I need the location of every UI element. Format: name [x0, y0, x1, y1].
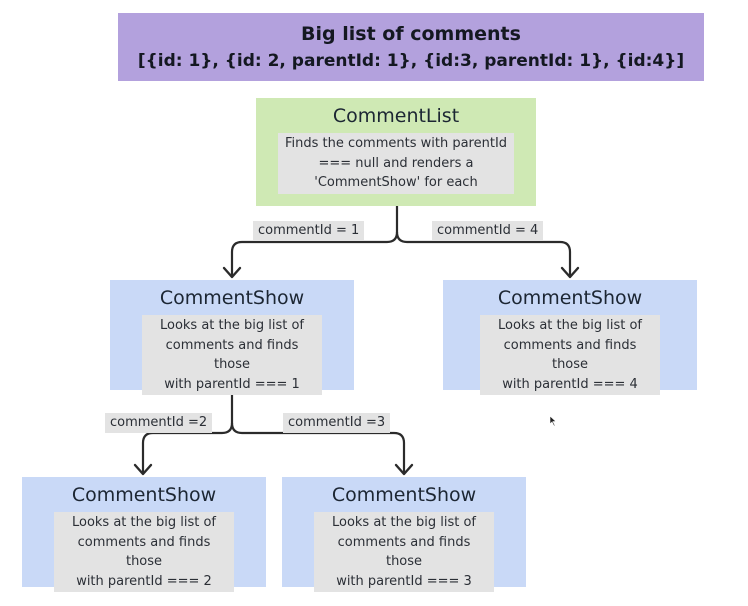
node-description: Looks at the big list of comments and fi…	[142, 315, 322, 395]
description-line: with parentId === 3	[336, 573, 472, 589]
banner-data-array: [{id: 1}, {id: 2, parentId: 1}, {id:3, p…	[137, 50, 685, 71]
edge-list-to-show-1	[230, 206, 399, 276]
node-title: CommentShow	[159, 287, 305, 309]
node-comment-show-4: CommentShow Looks at the big list of com…	[443, 280, 697, 395]
node-title: CommentShow	[497, 287, 643, 309]
arrowhead-show-1	[222, 266, 242, 279]
banner-title: Big list of comments	[301, 22, 521, 45]
node-comment-show-2: CommentShow Looks at the big list of com…	[22, 477, 266, 592]
description-line: Looks at the big list of	[71, 515, 217, 530]
arrowhead-show-2	[133, 463, 153, 476]
edge-label-comment-id-3: commentId =3	[283, 413, 391, 433]
node-title: CommentShow	[71, 484, 217, 506]
description-line: Looks at the big list of	[331, 515, 477, 530]
edge-show-1-to-show-3	[230, 422, 406, 473]
node-comment-show-1: CommentShow Looks at the big list of com…	[110, 280, 354, 395]
node-description: Looks at the big list of comments and fi…	[54, 512, 234, 592]
edge-list-to-show-4	[395, 231, 572, 276]
arrowhead-show-3	[394, 463, 414, 476]
description-line: comments and finds those	[337, 534, 471, 570]
description-line: with parentId === 2	[76, 573, 212, 589]
description-line: comments and finds those	[165, 337, 299, 373]
description-line: with parentId === 4	[502, 376, 638, 392]
node-comment-show-3: CommentShow Looks at the big list of com…	[282, 477, 526, 592]
description-line: Finds the comments with parentId	[284, 136, 508, 151]
comments-data-banner: Big list of comments [{id: 1}, {id: 2, p…	[118, 13, 704, 81]
description-line: Looks at the big list of	[159, 318, 305, 333]
description-line: Looks at the big list of	[497, 318, 643, 333]
description-line: 'CommentShow' for each	[314, 175, 478, 190]
edge-label-comment-id-2: commentId =2	[105, 413, 213, 433]
edge-label-comment-id-4: commentId = 4	[432, 221, 544, 241]
node-comment-list: CommentList Finds the comments with pare…	[256, 98, 536, 206]
node-description: Finds the comments with parentId === nul…	[278, 133, 514, 194]
node-description: Looks at the big list of comments and fi…	[480, 315, 660, 395]
description-line: with parentId === 1	[164, 376, 300, 392]
mouse-pointer-icon	[549, 415, 557, 427]
node-description: Looks at the big list of comments and fi…	[314, 512, 494, 592]
arrowhead-show-4	[560, 266, 580, 279]
edge-label-comment-id-1: commentId = 1	[253, 221, 365, 241]
description-line: === null and renders a	[318, 155, 474, 171]
node-title: CommentList	[332, 105, 460, 127]
description-line: comments and finds those	[77, 534, 211, 570]
node-title: CommentShow	[331, 484, 477, 506]
description-line: comments and finds those	[503, 337, 637, 373]
